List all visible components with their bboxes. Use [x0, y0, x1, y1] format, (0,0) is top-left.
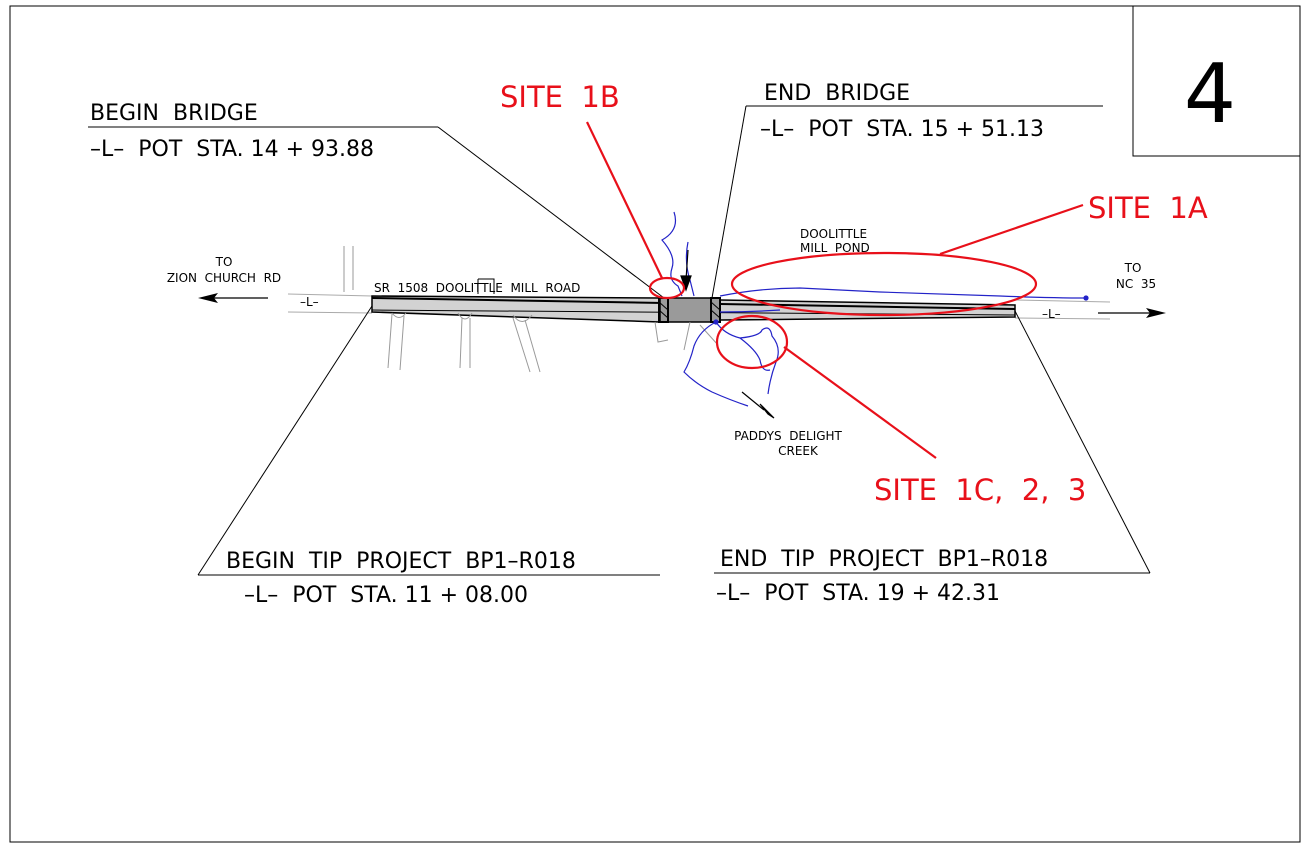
to-east-line2: NC 35 [1116, 277, 1156, 291]
paddys-delight-creek [683, 321, 779, 407]
site-1b-circle [648, 276, 686, 300]
upstream-tributary [661, 211, 683, 297]
mill-pond-shoreline [719, 287, 1089, 299]
begin-bridge-title: BEGIN BRIDGE [90, 101, 258, 126]
leader-lines [88, 105, 1151, 576]
site-1a-label: SITE 1A [1088, 191, 1208, 225]
flow-arrows [680, 249, 775, 419]
sheet-number: 4 [1184, 47, 1236, 142]
sheet-border [9, 5, 1301, 843]
creek-label-line1: PADDYS DELIGHT [734, 429, 842, 443]
site-1b-label: SITE 1B [500, 80, 620, 114]
to-west-line2: ZION CHURCH RD [167, 271, 281, 285]
creek-label-line2: CREEK [778, 444, 819, 458]
site-1c-label: SITE 1C, 2, 3 [874, 473, 1086, 507]
end-project-station: –L– POT STA. 19 + 42.31 [716, 581, 1000, 606]
road-name-label: SR 1508 DOOLITTLE MILL ROAD [374, 281, 580, 295]
pond-label-line2: MILL POND [800, 241, 870, 255]
site-1a-circle [730, 251, 1038, 317]
side-roads [343, 246, 719, 373]
end-bridge-station: –L– POT STA. 15 + 51.13 [760, 117, 1044, 142]
east-arrow [1098, 308, 1166, 318]
begin-project-station: –L– POT STA. 11 + 08.00 [244, 583, 528, 608]
end-bridge-title: END BRIDGE [764, 81, 910, 106]
pond-label-line1: DOOLITTLE [800, 227, 867, 241]
sheet-number-box: 4 [1132, 5, 1301, 157]
end-project-title: END TIP PROJECT BP1–R018 [720, 547, 1048, 572]
alignment-label-east: –L– [1042, 307, 1061, 321]
west-arrow [198, 293, 268, 303]
alignment-label-west: –L– [300, 295, 319, 309]
begin-bridge-station: –L– POT STA. 14 + 93.88 [90, 137, 374, 162]
to-east-line1: TO [1124, 261, 1142, 275]
site-1c-circle [715, 314, 789, 370]
to-west-line1: TO [215, 255, 233, 269]
begin-project-title: BEGIN TIP PROJECT BP1–R018 [226, 549, 576, 574]
road-corridor [287, 293, 1111, 323]
site-callouts [586, 121, 1084, 459]
